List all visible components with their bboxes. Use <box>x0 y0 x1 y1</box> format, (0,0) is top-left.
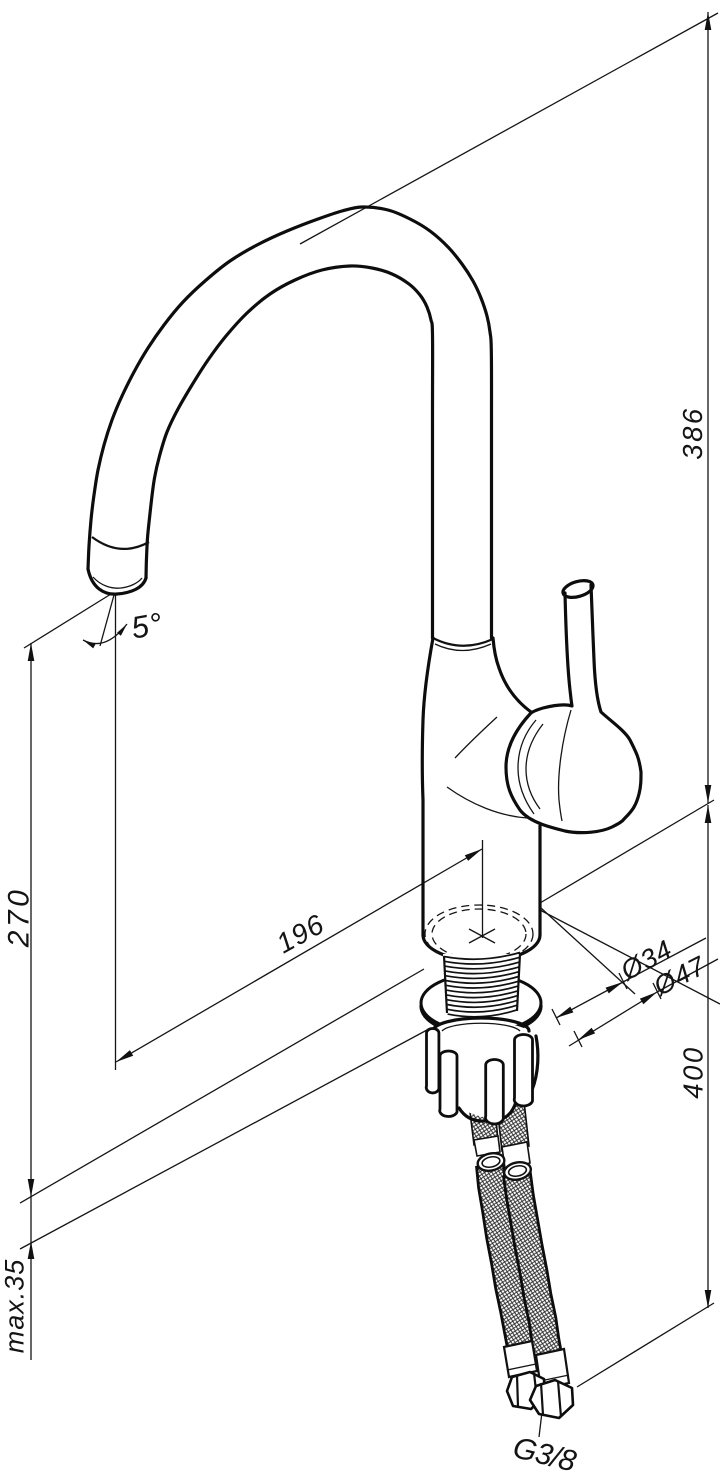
svg-text:270: 270 <box>3 887 36 949</box>
svg-text:386: 386 <box>677 406 708 459</box>
svg-text:5°: 5° <box>129 606 166 646</box>
svg-text:max.35: max.35 <box>0 1259 30 1354</box>
svg-text:400: 400 <box>678 1045 709 1098</box>
